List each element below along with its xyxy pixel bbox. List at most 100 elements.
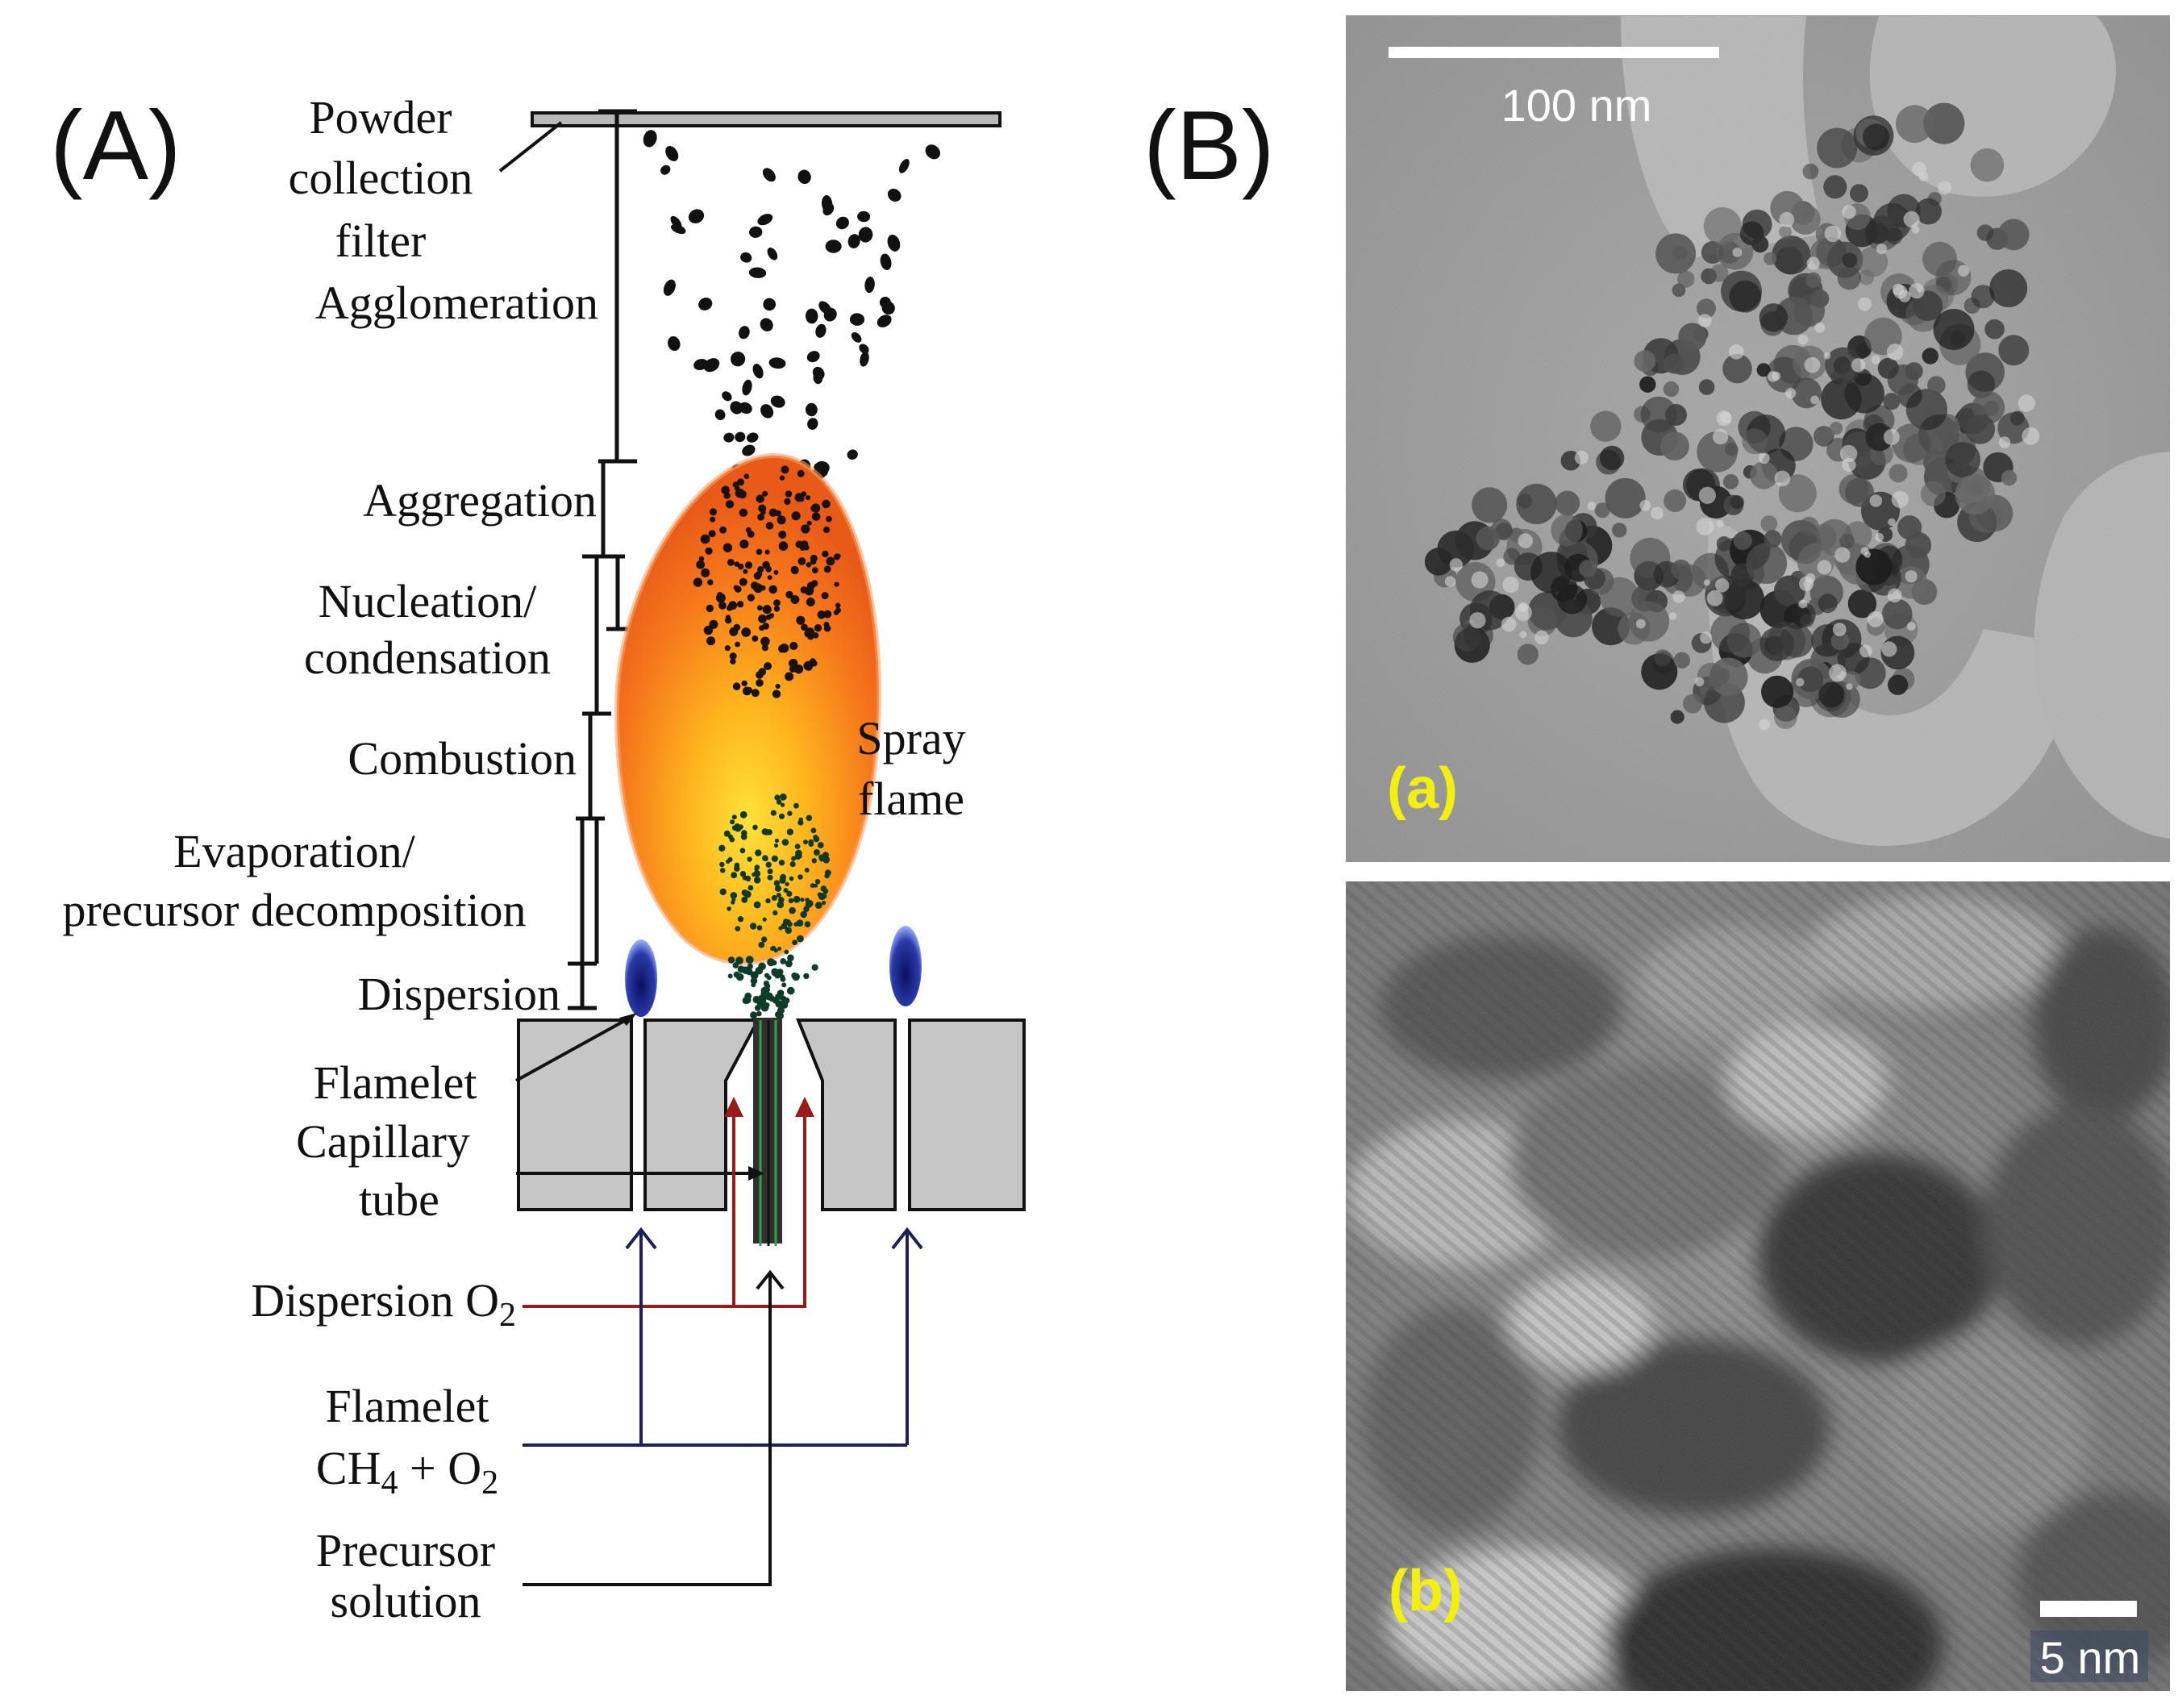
tem-gap: [1832, 623, 1847, 636]
tem-nanoparticle: [1955, 474, 1996, 514]
tem-gap: [1834, 547, 1851, 563]
dispersion-droplet: [785, 960, 793, 968]
agglomerate-particle: [760, 318, 773, 331]
nucleation-particle: [723, 492, 731, 499]
evaporation-particle: [727, 906, 731, 911]
agglomerate-particle: [739, 402, 752, 415]
nucleation-particle: [737, 478, 744, 486]
nucleation-particle: [756, 494, 764, 503]
agglomerate-particle: [864, 277, 875, 294]
evaporation-particle: [720, 868, 726, 873]
evaporation-particle: [810, 883, 815, 889]
nucleation-particle: [701, 568, 710, 577]
tem-nanoparticle: [1697, 431, 1738, 473]
evaporation-particle: [818, 854, 824, 860]
nucleation-particle: [761, 644, 768, 652]
nucleation-particle: [747, 531, 755, 538]
tem-nanoparticle: [1750, 461, 1778, 489]
tem-nanoparticle: [1774, 706, 1797, 729]
nucleation-particle: [757, 605, 763, 611]
tem-nanoparticle: [1857, 246, 1888, 277]
tem-nanoparticle: [1971, 285, 1995, 309]
agglomerate-particle: [748, 267, 767, 278]
nucleation-particle: [823, 526, 831, 534]
nucleation-particle: [696, 560, 706, 569]
nucleation-particle: [705, 547, 713, 555]
evaporation-particle: [762, 917, 767, 922]
tem-gap: [1519, 631, 1527, 639]
tem-gap: [1824, 225, 1842, 243]
evaporation-particle: [771, 855, 779, 862]
dispersion-droplet: [727, 956, 735, 964]
dispersion-droplet: [791, 972, 797, 979]
tem-nanoparticle: [1472, 487, 1508, 523]
evaporation-particle: [803, 839, 808, 845]
agglomerate-particle: [805, 402, 818, 417]
dispersion-droplet: [751, 982, 756, 988]
tem-gap: [1886, 344, 1904, 360]
tem-nanoparticle: [2001, 469, 2018, 486]
evaporation-particle: [718, 844, 726, 852]
o2-arrow-right: [795, 1097, 814, 1117]
evaporation-particle: [753, 901, 761, 909]
agglomerate-particle: [749, 226, 763, 238]
label-capillary: Capillary: [296, 1115, 470, 1168]
tem-nanoparticle: [1776, 246, 1804, 275]
evaporation-particle: [786, 890, 793, 897]
nucleation-particle: [764, 662, 772, 670]
tem-gap: [1768, 371, 1779, 382]
tem-nanoparticle: [1997, 412, 2030, 444]
agglomerate-particle: [815, 323, 827, 338]
nucleation-particle: [706, 636, 716, 646]
tem-nanoparticle: [1912, 290, 1943, 322]
dispersion-droplet: [727, 973, 733, 979]
stage-labels: Powder collection filter Agglomeration A…: [62, 91, 598, 1020]
evaporation-particle: [749, 923, 757, 930]
nucleation-particle: [717, 591, 722, 598]
nucleation-particle: [718, 602, 727, 610]
agglomerate-particle: [858, 227, 873, 243]
tem-gap: [1700, 631, 1713, 644]
tem-gap: [1712, 428, 1729, 445]
dispersion-droplet: [750, 1011, 758, 1019]
evaporation-particle: [774, 794, 781, 801]
tem-nanoparticle: [1710, 264, 1729, 282]
tem-nanoparticle: [1882, 598, 1913, 630]
dispersion-droplet: [764, 1002, 770, 1008]
dispersion-droplet: [733, 971, 740, 978]
evaporation-particle: [778, 813, 785, 819]
tem-b-border: [1344, 880, 2172, 1693]
nucleation-particle: [791, 511, 801, 521]
nucleation-particle: [707, 579, 714, 585]
nucleation-particle: [732, 481, 739, 488]
label-agglomeration: Agglomeration: [315, 277, 598, 329]
dispersion-droplet: [780, 1000, 788, 1007]
tem-gap: [1716, 519, 1724, 527]
evaporation-particle: [818, 893, 826, 901]
tem-nanoparticle: [1654, 649, 1672, 667]
evaporation-particle: [777, 946, 782, 951]
tem-gap: [1814, 322, 1826, 333]
tem-gap: [1804, 356, 1821, 373]
evaporation-particle: [754, 867, 759, 872]
nucleation-particle: [733, 623, 741, 631]
agglomerate-particle: [665, 145, 679, 162]
tem-nanoparticle: [1802, 163, 1819, 180]
agglomerate-particle: [887, 234, 901, 252]
nucleation-particle: [768, 585, 777, 594]
nucleation-particle: [772, 689, 781, 698]
dispersion-droplet: [747, 963, 753, 969]
label-flame: flame: [858, 773, 964, 825]
tem-gap: [1875, 532, 1884, 542]
panel-b-label: (B): [1143, 90, 1275, 200]
label-powder: Powder: [309, 91, 452, 144]
tem-nanoparticle: [1476, 526, 1500, 551]
agglomerate-particle: [668, 335, 681, 352]
tem-nanoparticle: [1551, 514, 1583, 547]
evaporation-particle: [747, 856, 752, 862]
nucleation-particle: [804, 586, 814, 596]
evaporation-particle: [793, 922, 798, 927]
dispersion-droplet: [735, 956, 743, 964]
tem-gap: [1912, 161, 1927, 177]
